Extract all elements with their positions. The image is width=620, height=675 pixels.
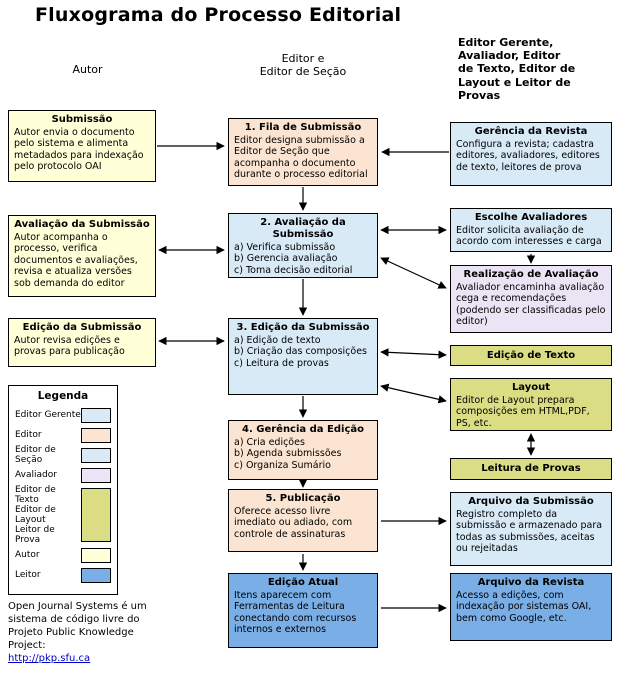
box-gerencia-edicao-body: a) Cria edições b) Agenda submissões c) … <box>234 437 342 471</box>
column-header-editor: Editor e Editor de Seção <box>259 52 347 79</box>
box-leitura-provas-title: Leitura de Provas <box>481 463 581 474</box>
legend-swatch-leitor <box>81 567 111 583</box>
box-submissao: Submissão Autor envia o documento pelo s… <box>8 110 156 182</box>
legend-label: Editor de Texto <box>15 485 56 505</box>
box-escolhe-avaliadores-body: Editor solicita avaliação de acordo com … <box>456 225 602 248</box>
box-realizacao-avaliacao-body: Avaliador encaminha avaliação cega e rec… <box>456 282 606 328</box>
box-fila-submissao: 1. Fila de Submissão Editor designa subm… <box>228 118 378 186</box>
box-fila-submissao-title: 1. Fila de Submissão <box>244 122 362 133</box>
box-avaliacao-submissao-autor-body: Autor acompanha o processo, verifica doc… <box>14 232 138 289</box>
box-gerencia-revista: Gerência da Revista Configura a revista;… <box>450 122 612 186</box>
legend-label: Leitor de Prova <box>15 525 55 545</box>
box-edicao-submissao: 3. Edição da Submissão a) Edição de text… <box>228 318 378 395</box>
legend-row-leitor: Leitor <box>15 565 111 585</box>
box-edicao-texto-title: Edição de Texto <box>486 349 576 361</box>
legend-label: Autor <box>15 550 40 560</box>
column-header-gerente-avaliador: Editor Gerente, Avaliador, Editor de Tex… <box>458 36 576 102</box>
box-avaliacao-submissao-title: 2. Avaliação da Submissão <box>260 217 346 240</box>
legend-swatch-texto-layout-prova <box>81 488 111 542</box>
legend-label: Editor de Seção <box>15 445 56 465</box>
box-edicao-atual-body: Itens aparecem com Ferramentas de Leitur… <box>234 590 357 636</box>
box-publicacao-title: 5. Publicação <box>265 493 341 504</box>
legend-title: Legenda <box>37 390 89 402</box>
box-gerencia-edicao-title: 4. Gerência da Edição <box>242 424 364 435</box>
arrow-avaliacao-realizacao <box>380 257 447 289</box>
box-fila-submissao-body: Editor designa submissão a Editor de Seç… <box>234 135 368 181</box>
legend-swatch-autor <box>81 547 111 563</box>
box-arquivo-revista: Arquivo da Revista Acesso a edições, com… <box>450 573 612 641</box>
box-layout: Layout Editor de Layout prepara composiç… <box>450 378 612 431</box>
legend-swatch-editor-gerente <box>81 407 111 423</box>
box-publicacao: 5. Publicação Oferece acesso livre imedi… <box>228 489 378 552</box>
legend-swatch-avaliador <box>81 467 111 483</box>
legend-row-autor: Autor <box>15 545 111 565</box>
arrow-edicao-to-edicao-texto <box>380 348 447 359</box>
box-arquivo-submissao-body: Registro completo da submissão e armazen… <box>456 509 603 555</box>
column-header-autor: Autor <box>72 63 103 76</box>
box-leitura-provas: Leitura de Provas <box>450 458 612 480</box>
box-avaliacao-submissao-autor-title: Avaliação da Submissão <box>14 219 150 230</box>
legend-row-editor: Editor <box>15 425 111 445</box>
box-gerencia-revista-title: Gerência da Revista <box>474 126 588 137</box>
box-avaliacao-submissao-autor: Avaliação da Submissão Autor acompanha o… <box>8 215 156 297</box>
box-avaliacao-submissao: 2. Avaliação da Submissão a) Verifica su… <box>228 213 378 278</box>
pkp-link[interactable]: http://pkp.sfu.ca <box>8 653 91 664</box>
legend-label: Leitor <box>15 570 41 580</box>
box-layout-body: Editor de Layout prepara composições em … <box>456 395 590 429</box>
box-edicao-atual-title: Edição Atual <box>267 577 339 588</box>
legend-swatch-editor <box>81 427 111 443</box>
box-edicao-texto: Edição de Texto <box>450 345 612 366</box>
box-gerencia-revista-body: Configura a revista; cadastra editores, … <box>456 139 600 173</box>
box-edicao-submissao-body: a) Edição de texto b) Criação das compos… <box>234 335 368 369</box>
box-realizacao-avaliacao-title: Realização de Avaliação <box>463 269 599 280</box>
legend-row-texto-layout-prova: Editor de Texto Editor de Layout Leitor … <box>15 485 111 545</box>
box-arquivo-revista-title: Arquivo da Revista <box>477 577 585 588</box>
legend-swatch-editor-secao <box>81 447 111 463</box>
box-submissao-title: Submissão <box>51 114 113 125</box>
arrow-edicao-to-layout <box>380 383 447 404</box>
box-escolhe-avaliadores: Escolhe Avaliadores Editor solicita aval… <box>450 208 612 252</box>
box-submissao-body: Autor envia o documento pelo sistema e a… <box>14 127 144 173</box>
box-arquivo-submissao: Arquivo da Submissão Registro completo d… <box>450 492 612 566</box>
box-realizacao-avaliacao: Realização de Avaliação Avaliador encami… <box>450 265 612 333</box>
box-avaliacao-submissao-body: a) Verifica submissão b) Gerencia avalia… <box>234 242 353 276</box>
footer-note: Open Journal Systems é um sistema de cód… <box>8 600 150 665</box>
legend: Legenda Editor Gerente Editor Editor de … <box>8 385 118 595</box>
legend-label: Editor Gerente <box>15 410 81 420</box>
box-escolhe-avaliadores-title: Escolhe Avaliadores <box>474 212 588 223</box>
box-edicao-atual: Edição Atual Itens aparecem com Ferramen… <box>228 573 378 648</box>
legend-label: Editor de Layout <box>15 505 56 525</box>
box-edicao-submissao-title: 3. Edição da Submissão <box>236 322 370 333</box>
legend-row-editor-secao: Editor de Seção <box>15 445 111 465</box>
footer-text: Open Journal Systems é um sistema de cód… <box>8 601 147 651</box>
box-gerencia-edicao: 4. Gerência da Edição a) Cria edições b)… <box>228 420 378 480</box>
box-edicao-submissao-autor-body: Autor revisa edições e provas para publi… <box>14 335 125 358</box>
box-publicacao-body: Oferece acesso livre imediato ou adiado,… <box>234 506 353 540</box>
box-edicao-submissao-autor-title: Edição da Submissão <box>22 322 142 333</box>
legend-row-editor-gerente: Editor Gerente <box>15 405 111 425</box>
legend-row-avaliador: Avaliador <box>15 465 111 485</box>
legend-merged-labels: Editor de Texto Editor de Layout Leitor … <box>15 485 81 545</box>
box-arquivo-submissao-title: Arquivo da Submissão <box>468 496 594 507</box>
legend-label: Editor <box>15 430 42 440</box>
box-arquivo-revista-body: Acesso a edições, com indexação por sist… <box>456 590 592 624</box>
page-title: Fluxograma do Processo Editorial <box>35 4 402 26</box>
legend-label: Avaliador <box>15 470 57 480</box>
box-layout-title: Layout <box>511 382 551 393</box>
box-edicao-submissao-autor: Edição da Submissão Autor revisa edições… <box>8 318 156 367</box>
